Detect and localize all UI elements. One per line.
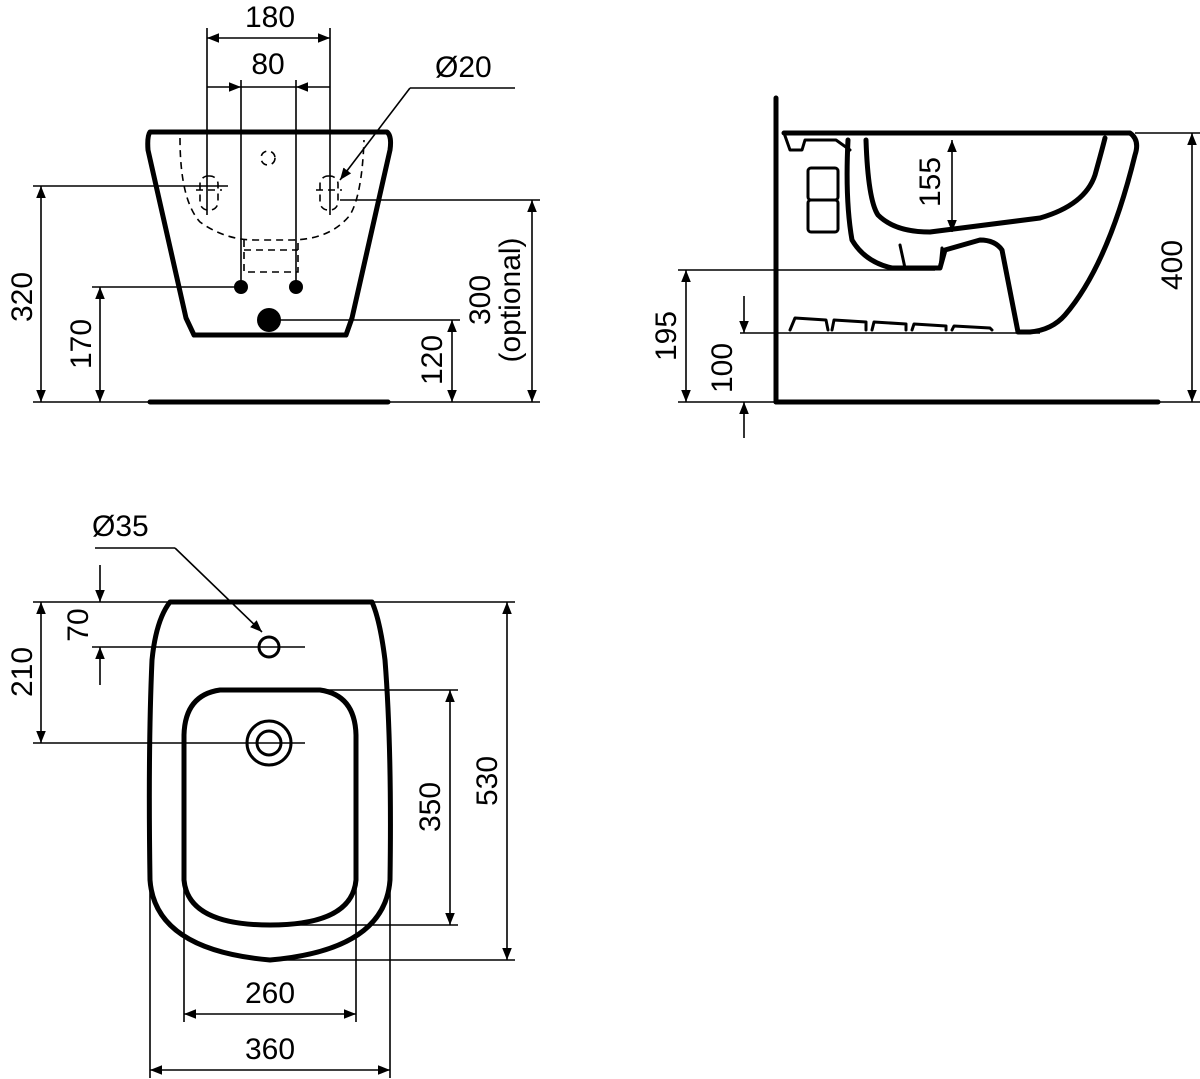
side-view: 155 400 195 100	[650, 95, 1200, 438]
dim-label-o35: Ø35	[92, 510, 149, 543]
side-waste-outlet	[898, 243, 944, 270]
side-bowl-inner	[863, 135, 1108, 235]
dim-label-260: 260	[245, 977, 295, 1010]
front-bidet-outline	[145, 129, 394, 338]
side-bidet-outline	[781, 130, 1140, 335]
dim-label-400: 400	[1156, 240, 1189, 290]
top-view: Ø35 70 210 350 530 260 360	[6, 510, 515, 1078]
dim-label-100: 100	[706, 343, 739, 393]
front-view: 180 80 Ø20 320 170 120 300 (optional)	[6, 1, 540, 405]
dim-label-360: 360	[245, 1033, 295, 1066]
dim-label-210: 210	[6, 647, 39, 697]
dim-label-300: 300	[464, 275, 497, 325]
dim-label-80: 80	[251, 48, 284, 81]
side-bottom-ribs	[788, 316, 994, 332]
side-back-plate	[782, 131, 852, 152]
dim-label-optional: (optional)	[494, 237, 527, 362]
dim-label-155: 155	[914, 157, 947, 207]
left-fixing-hole	[196, 175, 222, 211]
leader-o20-arrow	[339, 87, 411, 181]
dim-label-350: 350	[414, 782, 447, 832]
top-bowl-inner	[181, 687, 359, 928]
front-waste-hidden	[243, 240, 299, 273]
right-fixing-hole	[316, 175, 342, 211]
side-bracket-bottom	[806, 198, 840, 234]
dim-label-170: 170	[65, 319, 98, 369]
dim-label-180: 180	[245, 1, 295, 34]
front-bowl-hidden	[179, 137, 365, 241]
front-overflow-circle	[260, 150, 276, 166]
dim-label-530: 530	[471, 756, 504, 806]
dim-label-320: 320	[6, 272, 39, 322]
dim-label-120: 120	[416, 335, 449, 385]
side-bracket-top	[806, 166, 840, 202]
dim-label-70: 70	[62, 608, 95, 641]
leader-o35-arrow	[174, 547, 263, 633]
dim-label-o20: Ø20	[435, 51, 492, 84]
dim-label-195: 195	[650, 311, 683, 361]
